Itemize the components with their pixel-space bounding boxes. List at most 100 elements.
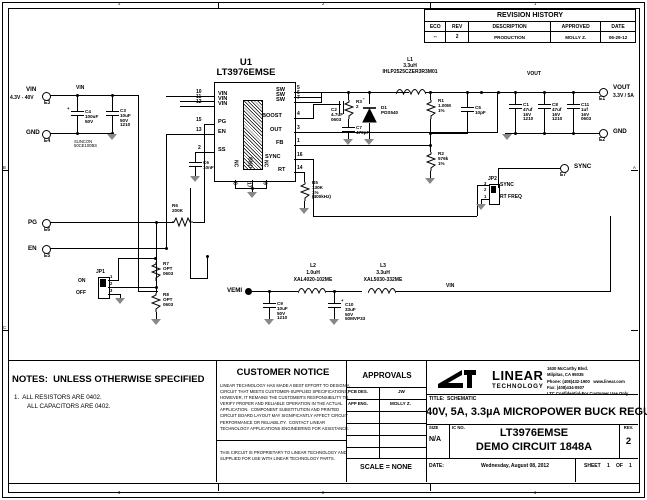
approvals-row-rule [346, 411, 426, 412]
terminal-id-e4: E4 [44, 138, 51, 144]
wire-vemi [252, 291, 298, 292]
ic-pin-num-3: 3 [297, 125, 300, 131]
ic-pin-name-sync: SYNC [265, 154, 281, 160]
title-block-divider-1 [216, 360, 217, 482]
wire-r8-top [156, 287, 157, 293]
wire-r3-top [348, 92, 349, 100]
diode-d1 [362, 107, 377, 123]
title-block-frame [8, 360, 640, 484]
title-part-number: LT3976EMSE [499, 427, 569, 439]
junction [514, 132, 517, 135]
wire-c9-top [269, 291, 270, 303]
capacitor-c11-label: C11 1uf 16V 0603 [581, 102, 592, 122]
terminal-id-e6: E6 [44, 227, 51, 233]
wire-sync-right [313, 216, 477, 217]
jumper-jp1-ref: JP1 [96, 269, 105, 275]
capacitor-c6-label: C6 10nF [203, 160, 214, 170]
junction [165, 247, 168, 250]
title-block-h-rule-2 [426, 424, 638, 425]
ic-pin-name-fb: FB [276, 140, 284, 146]
rail-vin-vertical [138, 95, 139, 291]
capacitor-c3-label: C3 10uF 50V 1210 [120, 108, 131, 128]
wire-c7-gnd [348, 132, 349, 140]
wire-c1-top [515, 92, 516, 104]
junction [466, 91, 469, 94]
resistor-r3 [344, 100, 354, 119]
notes-item-2: ALL CAPACITORS ARE 0402. [27, 403, 111, 410]
inductor-l1-part: IHLP2525CZER3R3M01 [382, 69, 438, 75]
terminal-e6[interactable] [42, 219, 51, 228]
wire-r8-bot [156, 312, 157, 320]
rev-col-approved: APPROVED [550, 21, 602, 32]
terminal-label-pg: PG [28, 219, 37, 226]
ic-pin-num-6: 6 [297, 90, 300, 96]
terminal-e7[interactable] [560, 164, 569, 173]
capacitor-c1-label: C1 47uf 16V 1210 [523, 102, 534, 122]
pin-wire [294, 172, 304, 173]
wire-jp1-pin1 [108, 280, 119, 281]
zone-tick [2, 170, 9, 171]
terminal-label-gnd-left: GND [26, 129, 40, 136]
inductor-l2-ref: L2 [310, 263, 316, 269]
approvals-heading: APPROVALS [362, 371, 412, 380]
junction [111, 94, 114, 97]
ic-pin-num-13: 13 [196, 127, 202, 133]
size-label: SIZE [429, 425, 439, 430]
inductor-l1-ref: L1 [407, 57, 413, 63]
wire-d1-top [369, 92, 370, 104]
wire-c5-bot [467, 112, 468, 133]
wire-rt-down [304, 172, 305, 182]
jumper-jp2-body[interactable] [489, 184, 500, 205]
wire-l2-out [326, 291, 362, 292]
inductor-l3 [368, 288, 396, 294]
terminal-id-e5: E5 [44, 253, 51, 259]
ic-pin-name-nc-2: NC [262, 160, 269, 168]
inductor-l2 [298, 288, 326, 294]
pin-wire [166, 96, 214, 97]
ic-pin-name-pg: PG [218, 119, 227, 125]
wire-sync-jp2 [477, 185, 478, 216]
approvals-bottom-rule [346, 458, 426, 459]
jumper-jp2-pin-2: 2 [484, 187, 487, 192]
resistor-r7-label: R7 OPT 0603 [163, 261, 174, 276]
terminal-e2[interactable] [599, 129, 608, 138]
zone-tick [430, 484, 431, 491]
wire-c8-bot [544, 109, 545, 133]
size-value: N/A [429, 436, 442, 443]
ic-pin-name-rt: RT [278, 167, 286, 173]
wire-vout-e1 [573, 92, 600, 93]
ic-pin-name-boost: BOOST [262, 113, 282, 119]
company-name: LINEAR [492, 368, 544, 383]
wire-c10-top [334, 291, 335, 303]
approvals-label-pcbdes: PCB DES. [348, 389, 368, 394]
rev-col-description: DESCRIPTION [467, 21, 552, 32]
zone-label-bottom-1: 1 [534, 490, 537, 495]
wire-r5-bot [304, 201, 305, 209]
jumper-jp2-shunt[interactable] [491, 186, 496, 193]
pin-wire [294, 102, 322, 103]
pin-wire [294, 118, 314, 119]
terminal-e5[interactable] [42, 245, 51, 254]
diode-d1-label: D1 PDS540 [381, 105, 399, 115]
terminal-e4[interactable] [42, 130, 51, 139]
jumper-jp2-label-sync: SYNC [500, 182, 514, 188]
zone-tick [631, 330, 638, 331]
rail-outer-bottom [511, 291, 611, 292]
net-label-vemi: VEMI [227, 287, 243, 294]
terminal-sublabel-vout: 3.3V / 5A [613, 93, 634, 99]
customer-notice-divider [216, 440, 346, 441]
terminal-e3[interactable] [42, 92, 51, 101]
ic-pin-num-5: 5 [297, 85, 300, 91]
wire-sync-jp2-h [477, 185, 489, 186]
jumper-jp1-pin-2: 2 [110, 281, 113, 286]
ic-pin-num-16: 16 [297, 152, 303, 158]
approvals-scale: SCALE = NONE [360, 464, 412, 471]
resistor-r1-label: R1 1.00M 1% [438, 98, 451, 113]
ic-thermal-pad [243, 100, 263, 170]
jumper-jp1-shunt[interactable] [100, 279, 106, 287]
ic-pin-num-10: 10 [196, 89, 202, 95]
terminal-e1[interactable] [599, 88, 608, 97]
wire-d1-bot [369, 123, 370, 140]
wire-sw-bus [321, 92, 322, 102]
diode-d1-polarity: - [363, 96, 365, 102]
